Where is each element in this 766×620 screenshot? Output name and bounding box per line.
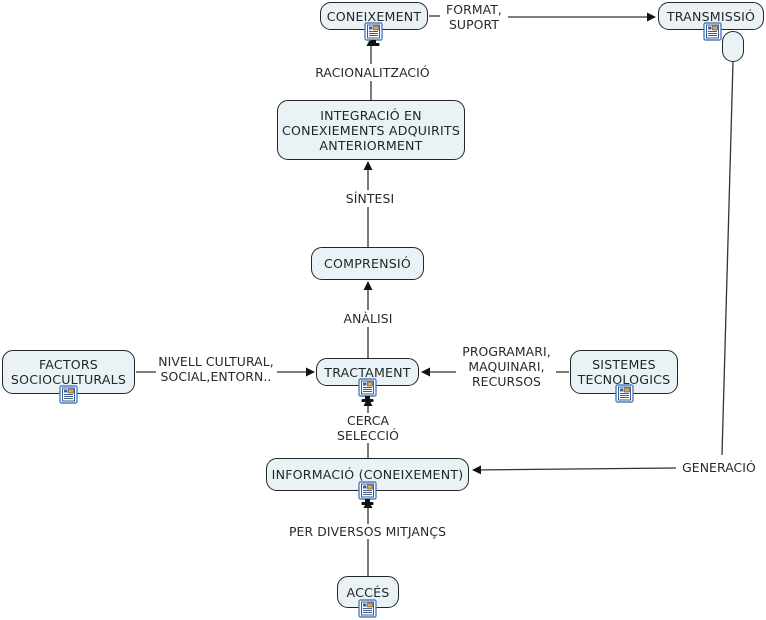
node-unlabeled-pill[interactable] <box>722 31 744 62</box>
document-note-icon <box>59 385 78 404</box>
document-note-icon <box>615 384 634 403</box>
edge-label-analisi: ANÀLISI <box>341 311 395 326</box>
edge-label-format-suport: FORMAT, SUPORT <box>441 2 507 32</box>
edge-generacio-informacio-horizontal <box>472 465 677 475</box>
document-note-icon <box>358 378 377 397</box>
node-comprensio-label: COMPRENSIÓ <box>324 256 411 271</box>
node-informacio-coneixement-label: INFORMACIÓ (CONEIXEMENT) <box>271 467 464 482</box>
node-comprensio[interactable]: COMPRENSIÓ <box>311 247 424 280</box>
edge-label-programari: PROGRAMARI, MAQUINARI, RECURSOS <box>458 344 555 389</box>
node-sistemes-tecnologics[interactable]: SISTEMES TECNOLOGICS <box>570 350 678 394</box>
edge-label-sintesi: SÍNTESI <box>344 191 396 206</box>
node-integracio[interactable]: INTEGRACIÓ EN CONEXIEMENTS ADQUIRITS ANT… <box>277 100 465 160</box>
edge-transmissio-generacio-vertical <box>721 61 734 456</box>
node-integracio-label: INTEGRACIÓ EN CONEXIEMENTS ADQUIRITS ANT… <box>281 107 461 153</box>
edge-label-generacio: GENERACIÓ <box>679 460 759 475</box>
node-coneixement-label: CONEIXEMENT <box>326 8 422 24</box>
edge-label-cerca-seleccio: CERCA SELECCIÓ <box>335 413 401 443</box>
node-transmissio-label: TRANSMISSIÓ <box>666 8 756 24</box>
node-tractament-label: TRACTAMENT <box>324 364 411 380</box>
node-coneixement[interactable]: CONEIXEMENT <box>320 2 428 30</box>
node-factors-socioculturals-label: FACTORS SOCIOCULTURALS <box>10 357 127 387</box>
node-acces-label: ACCÉS <box>346 584 390 600</box>
monitor-stand-icon <box>361 499 374 505</box>
edge-label-per-diversos-mitjancs: PER DIVERSOS MITJANÇS <box>286 524 449 539</box>
edge-label-racionalitzacio: RACIONALITZACIÓ <box>311 65 434 80</box>
node-sistemes-tecnologics-label: SISTEMES TECNOLOGICS <box>577 357 671 387</box>
document-note-icon <box>703 22 722 41</box>
monitor-stand-icon <box>361 396 374 402</box>
document-note-icon <box>358 481 377 500</box>
document-note-icon <box>358 599 377 618</box>
edge-label-nivell-cultural: NIVELL CULTURAL, SOCIAL,ENTORN.. <box>156 354 276 384</box>
document-note-icon <box>364 22 383 41</box>
monitor-stand-icon <box>367 40 380 46</box>
